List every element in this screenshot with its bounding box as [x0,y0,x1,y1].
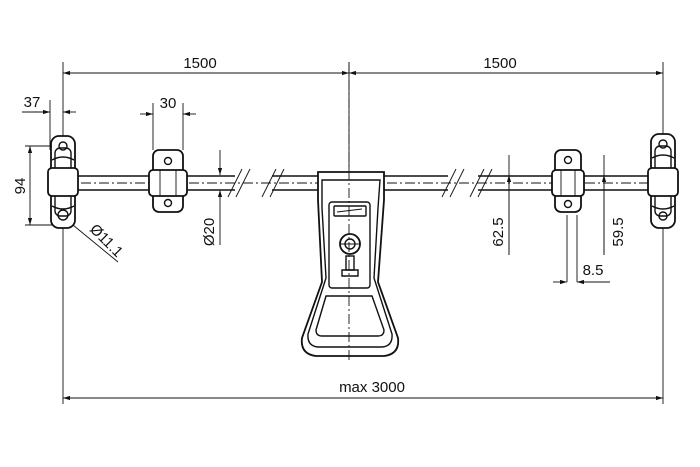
dim-rod-diameter: Ø20 [201,218,218,246]
dim-left-half: 1500 [183,55,216,72]
dim-bracket-offset: 37 [24,94,41,111]
right-rod-guide [551,149,585,213]
dim-offset-62-5: 62.5 [490,217,507,246]
dim-bracket-width: 30 [160,95,177,112]
right-end-bracket [647,133,679,229]
dim-offset-59-5: 59.5 [610,217,627,246]
center-handle [300,62,400,360]
left-end-bracket [47,135,79,229]
dim-right-half: 1500 [483,55,516,72]
rod-break-marks [227,168,493,198]
dim-gap: 8.5 [583,262,604,279]
dim-total-length: max 3000 [339,379,405,396]
left-rod-guide [148,149,188,213]
dim-bracket-height: 94 [12,178,29,195]
